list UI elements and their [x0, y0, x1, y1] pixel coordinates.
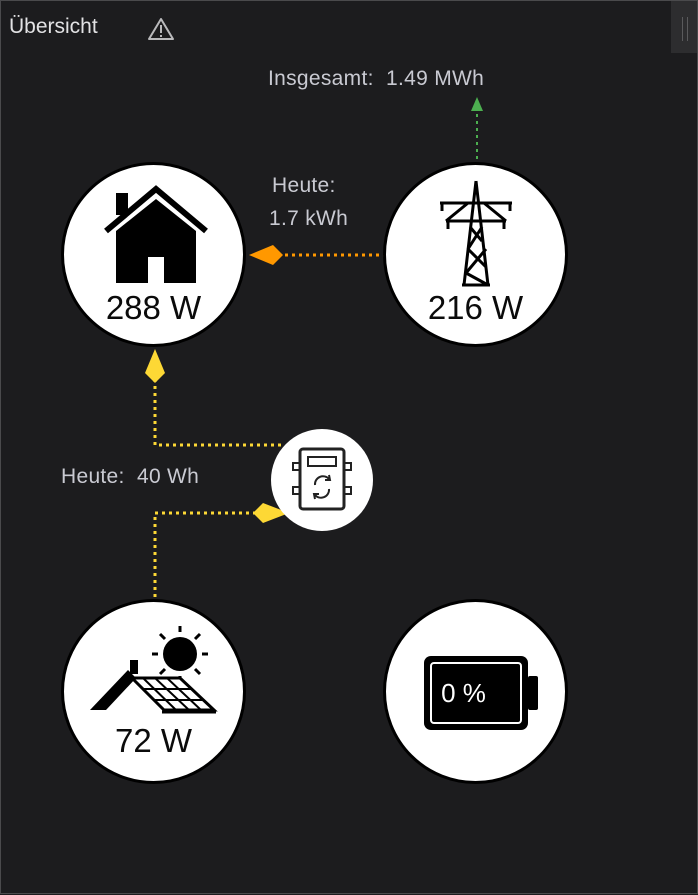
inverter-node[interactable] [271, 429, 373, 531]
home-node[interactable]: 288 W [61, 162, 246, 347]
grid-today-value: 1.7 kWh [269, 207, 349, 230]
battery-level: 0 % [441, 678, 486, 708]
house-icon [104, 185, 208, 283]
inverter-icon [292, 447, 352, 511]
inverter-home-line [153, 376, 281, 447]
resize-handle[interactable] [671, 1, 697, 53]
solar-inverter-line [153, 511, 257, 597]
grid-import-arrow [249, 245, 283, 265]
solar-power: 72 W [114, 722, 193, 759]
solar-node[interactable]: 72 W [61, 599, 246, 784]
warning-triangle-icon[interactable] [147, 16, 175, 42]
solar-inverter-arrow [253, 503, 289, 523]
solar-today-label: Heute: 40 Wh [61, 465, 200, 488]
inverter-home-arrow [145, 349, 165, 383]
grid-node[interactable]: 216 W [383, 162, 568, 347]
battery-icon [424, 656, 538, 730]
battery-node[interactable]: 0 % [383, 599, 568, 784]
grid-today-label: Heute: [272, 174, 336, 197]
grid-power: 216 W [427, 289, 524, 326]
solar-panel-icon [90, 626, 218, 714]
grid-total-label: Insgesamt: 1.49 MWh [268, 67, 485, 90]
power-pylon-icon [440, 180, 512, 287]
card-header: Übersicht [1, 1, 697, 53]
home-power: 288 W [105, 289, 202, 326]
grid-export-arrow [471, 97, 483, 111]
card-title: Übersicht [9, 15, 98, 38]
